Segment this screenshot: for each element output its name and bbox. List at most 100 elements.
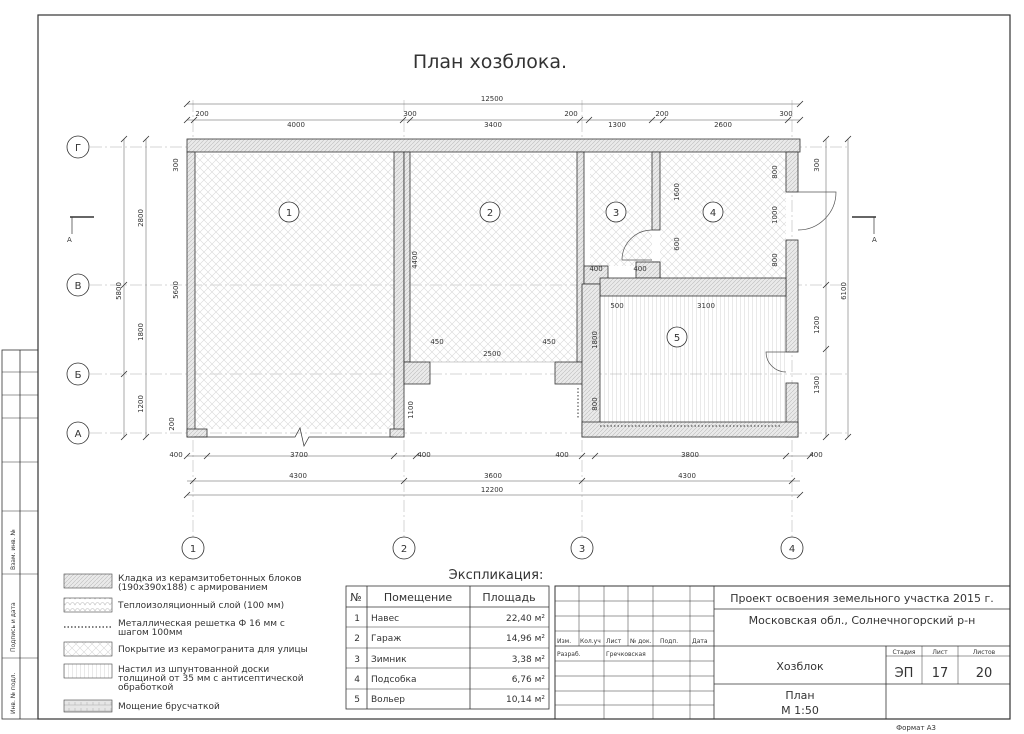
- title-block: Изм. Кол.уч Лист № док. Подп. Дата Разра…: [554, 585, 1011, 720]
- svg-text:4: 4: [710, 208, 716, 219]
- svg-text:4: 4: [789, 544, 795, 555]
- svg-text:Теплоизоляционный слой (100 мм: Теплоизоляционный слой (100 мм): [117, 601, 284, 611]
- svg-text:400: 400: [417, 451, 430, 459]
- stamp-sheet-name: План: [785, 689, 814, 702]
- axis-bubble-row-g: Г: [66, 135, 90, 159]
- room-4-marker: 4: [702, 201, 724, 223]
- svg-text:400: 400: [633, 265, 646, 273]
- drawing-title: План хозблока.: [413, 51, 567, 73]
- svg-text:5: 5: [354, 695, 360, 705]
- section-marks: [70, 216, 876, 234]
- svg-text:Мощение брусчаткой: Мощение брусчаткой: [118, 702, 220, 712]
- svg-text:1800: 1800: [137, 323, 145, 341]
- sheet-frame: Взам. инв. № Подпись и дата Инв. № подл.: [1, 14, 1011, 720]
- svg-text:4300: 4300: [289, 472, 307, 480]
- paper-format: Формат А3: [896, 724, 936, 732]
- axis-bubble-col-1: 1: [181, 536, 205, 560]
- svg-text:А: А: [75, 429, 82, 440]
- svg-text:4: 4: [354, 675, 360, 685]
- legend-swatch-boards: [63, 663, 113, 679]
- svg-text:Гречковская: Гречковская: [606, 651, 646, 658]
- room-5-floor: [601, 296, 786, 422]
- svg-text:2600: 2600: [714, 121, 732, 129]
- room-5-marker: 5: [666, 326, 688, 348]
- svg-text:3800: 3800: [681, 451, 699, 459]
- svg-text:300: 300: [172, 158, 180, 171]
- svg-text:1300: 1300: [813, 376, 821, 394]
- steel-grid: [577, 388, 782, 427]
- svg-text:400: 400: [809, 451, 822, 459]
- room-markers: 1 2 3 4 5: [278, 201, 724, 348]
- svg-text:600: 600: [673, 237, 681, 250]
- dimension-lines: [123, 103, 849, 496]
- stamp-object: Хозблок: [776, 660, 824, 673]
- axis-bubble-row-a: А: [66, 421, 90, 445]
- svg-text:Настил из шпунтованной доски: Настил из шпунтованной доски: [118, 665, 269, 675]
- svg-text:Металлическая решетка Ф 16 мм: Металлическая решетка Ф 16 мм с: [118, 619, 285, 629]
- svg-text:2: 2: [401, 544, 407, 555]
- svg-text:300: 300: [403, 110, 416, 118]
- svg-text:2: 2: [487, 208, 493, 219]
- svg-text:22,40 м²: 22,40 м²: [506, 614, 545, 624]
- section-mark-left: А: [67, 236, 72, 244]
- svg-text:Зимник: Зимник: [371, 655, 407, 665]
- svg-text:200: 200: [655, 110, 668, 118]
- svg-text:1800: 1800: [591, 331, 599, 349]
- svg-text:1200: 1200: [813, 316, 821, 334]
- svg-text:2: 2: [354, 634, 360, 644]
- svg-text:200: 200: [195, 110, 208, 118]
- svg-text:Навес: Навес: [371, 614, 399, 624]
- svg-text:2500: 2500: [483, 350, 501, 358]
- svg-text:400: 400: [169, 451, 182, 459]
- svg-text:1000: 1000: [771, 206, 779, 224]
- svg-text:Кол.уч: Кол.уч: [580, 638, 601, 645]
- svg-text:3600: 3600: [484, 472, 502, 480]
- stamp-stage: ЭП: [895, 666, 914, 681]
- svg-text:3: 3: [354, 655, 360, 665]
- svg-text:1600: 1600: [673, 183, 681, 201]
- room-2-marker: 2: [479, 201, 501, 223]
- room-1-floor: [195, 154, 394, 429]
- svg-text:№ док.: № док.: [630, 638, 652, 645]
- svg-text:400: 400: [555, 451, 568, 459]
- axis-bubbles: Г В Б А 1 2 3 4: [66, 135, 804, 560]
- svg-text:800: 800: [591, 397, 599, 410]
- svg-text:450: 450: [430, 338, 443, 346]
- svg-text:Гараж: Гараж: [371, 634, 401, 644]
- svg-text:Кладка из керамзитобетонных бл: Кладка из керамзитобетонных блоков: [118, 574, 302, 584]
- svg-text:3100: 3100: [697, 302, 715, 310]
- svg-text:300: 300: [779, 110, 792, 118]
- axis-bubble-row-b: Б: [66, 362, 90, 386]
- legend-swatch-blocks: [63, 573, 113, 589]
- explication-title: Экспликация:: [449, 568, 544, 583]
- svg-text:Подсобка: Подсобка: [371, 675, 416, 685]
- svg-text:14,96 м²: 14,96 м²: [506, 634, 545, 644]
- svg-text:Вольер: Вольер: [371, 695, 405, 705]
- svg-text:10,14 м²: 10,14 м²: [506, 695, 545, 705]
- svg-text:5800: 5800: [115, 282, 123, 300]
- room-3-marker: 3: [605, 201, 627, 223]
- svg-text:Разраб.: Разраб.: [557, 651, 581, 658]
- svg-text:(190x390x188) с армированием: (190x390x188) с армированием: [118, 583, 268, 593]
- axis-bubble-col-3: 3: [570, 536, 594, 560]
- svg-text:5: 5: [674, 333, 680, 344]
- svg-text:В: В: [75, 281, 82, 292]
- stamp-sheet-number: 17: [932, 666, 949, 681]
- svg-text:Подп.: Подп.: [660, 638, 678, 645]
- svg-text:Б: Б: [75, 370, 82, 381]
- svg-text:1: 1: [190, 544, 196, 555]
- stamp-sheet-count: 20: [976, 666, 993, 681]
- axis-bubble-col-2: 2: [392, 536, 416, 560]
- svg-text:12200: 12200: [481, 486, 503, 494]
- doors: [621, 191, 837, 373]
- legend-swatch-paving: [63, 699, 113, 713]
- svg-text:Лист: Лист: [932, 649, 948, 656]
- svg-text:Помещение: Помещение: [384, 591, 453, 604]
- stamp-location: Московская обл., Солнечногорский р-н: [749, 614, 976, 627]
- svg-text:1: 1: [354, 614, 360, 624]
- svg-text:3700: 3700: [290, 451, 308, 459]
- room-1-marker: 1: [278, 201, 300, 223]
- stamp-project: Проект освоения земельного участка 2015 …: [730, 592, 994, 605]
- svg-text:4000: 4000: [287, 121, 305, 129]
